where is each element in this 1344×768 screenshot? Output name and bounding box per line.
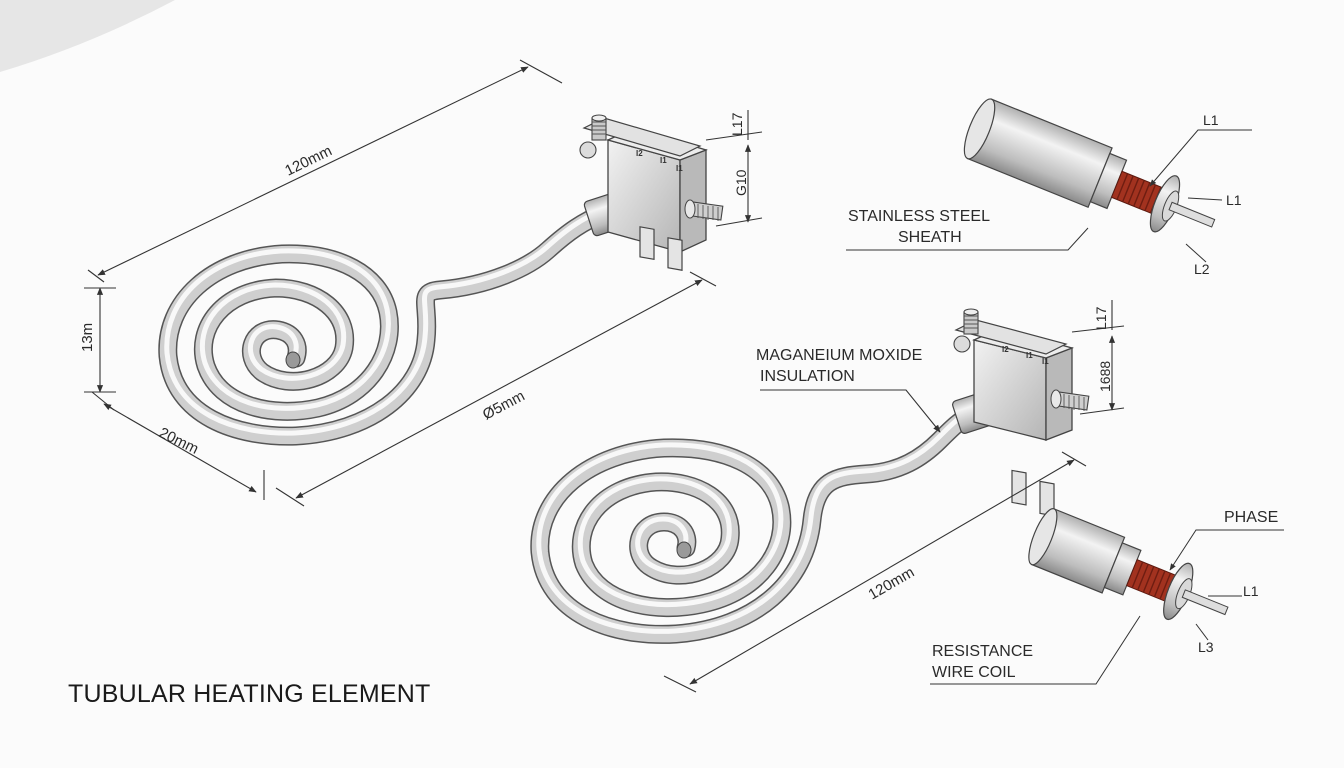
left-terminal-mark-2: I1 <box>660 156 667 165</box>
right-dim-length: 120mm <box>866 564 918 604</box>
left-heating-element: I2 I1 I1 120mm 13m 20mm Ø5mm L17 <box>79 59 763 507</box>
callout-phase: PHASE <box>1224 509 1278 526</box>
detail-bottom-label-l3: L3 <box>1198 639 1214 655</box>
callout-coil-line-1: RESISTANCE <box>932 643 1033 660</box>
drawing-title: TUBULAR HEATING ELEMENT <box>68 680 431 708</box>
right-dimension-lines <box>663 300 1125 693</box>
left-terminal-mark-1: I2 <box>636 149 643 158</box>
left-terminal-mark-3: I1 <box>676 164 683 173</box>
callout-sheath-line-1: STAINLESS STEEL <box>848 208 990 225</box>
callout-insulation-line-2: INSULATION <box>760 368 855 385</box>
right-spiral-coil <box>530 404 982 644</box>
left-dim-diameter: Ø5mm <box>480 387 528 423</box>
right-terminal-mark-1: I2 <box>1002 345 1009 354</box>
corner-shadow <box>0 0 175 72</box>
detail-top-leaders <box>846 129 1252 263</box>
left-dim-top-length: 120mm <box>282 142 334 179</box>
right-terminal-mark-2: I1 <box>1026 351 1033 360</box>
left-terminal-block: I2 I1 I1 <box>579 114 724 271</box>
left-dim-terminal-top: L17 <box>729 112 745 136</box>
left-dim-width: 20mm <box>156 424 201 458</box>
left-dim-terminal-side: G10 <box>733 169 749 196</box>
detail-top-label-l1-top: L1 <box>1203 112 1219 128</box>
detail-top-label-l2: L2 <box>1194 261 1210 277</box>
left-spiral-coil <box>158 202 616 446</box>
callout-insulation-line-1: MAGANEIUM MOXIDE <box>756 347 922 364</box>
right-dim-terminal-side: 1688 <box>1097 361 1113 392</box>
right-terminal-mark-3: I1 <box>1042 357 1049 366</box>
detail-sheath-view: L1 L1 L2 STAINLESS STEEL SHEATH <box>846 98 1252 277</box>
detail-top-label-l1-right: L1 <box>1226 192 1242 208</box>
left-dim-height: 13m <box>79 323 96 352</box>
callout-coil-line-2: WIRE COIL <box>932 664 1016 681</box>
right-heating-element: I2 I1 I1 120mm L17 1688 MAGANEIUM MOXIDE… <box>530 300 1125 693</box>
left-dimension-lines <box>84 59 763 507</box>
detail-bottom-label-l1: L1 <box>1243 583 1259 599</box>
detail-wire-coil-view: PHASE L1 L3 RESISTANCE WIRE COIL <box>930 508 1284 685</box>
right-dim-terminal-top: L17 <box>1093 306 1109 330</box>
right-terminal-block: I2 I1 I1 <box>952 308 1090 517</box>
detail-bottom-leaders <box>930 529 1284 685</box>
callout-sheath-line-2: SHEATH <box>898 229 962 246</box>
